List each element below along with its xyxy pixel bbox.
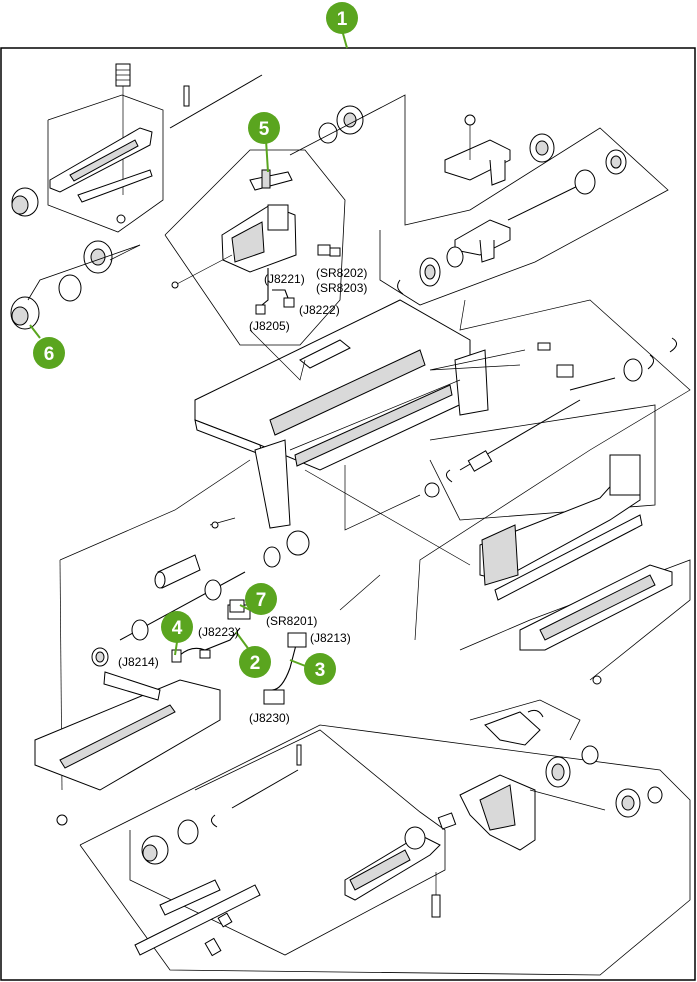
group-5-outline [164,149,346,346]
svg-text:3: 3 [315,660,326,681]
callout-7: 7 [239,583,277,615]
bushings-top [318,105,364,144]
callout-3: 3 [289,653,336,685]
upper-right-group-outline [289,94,669,306]
assembly-frame [0,47,696,981]
bottom-right-gear-assembly [459,699,663,851]
svg-text:1: 1 [337,9,348,30]
upper-left-pickup-group [11,63,164,233]
center-shaft-parts [119,517,310,641]
callout-2: 2 [235,631,271,678]
leader-lines [59,459,251,561]
svg-text:6: 6 [44,344,55,365]
label-j8213: (J8213) [310,631,351,645]
label-j8214: (J8214) [118,655,159,669]
svg-text:2: 2 [250,653,261,674]
label-j8223: (J8223) [198,625,239,639]
right-rod-group-outline [429,404,656,521]
label-j8205: (J8205) [249,319,290,333]
pickup-arm-part [49,127,153,224]
right-lower-tray-outline [459,559,691,681]
callout-4: 4 [161,611,193,656]
drive-shaft-top [169,74,263,129]
right-lower-tray [519,564,673,685]
right-tray-assembly [424,454,643,601]
callout-6: 6 [29,324,65,369]
upper-right-parts [397,114,627,295]
svg-text:4: 4 [172,618,183,639]
lower-left-tray [34,647,221,826]
bottom-parts [134,744,457,957]
label-sr8202: (SR8202) [316,266,367,280]
callout-1: 1 [326,2,358,49]
svg-text:7: 7 [256,590,267,611]
label-sr8201: (SR8201) [266,614,317,628]
spring-part [115,63,131,195]
label-j8230: (J8230) [249,711,290,725]
group-6-rollers [10,240,141,330]
label-j8221: (J8221) [264,272,305,286]
svg-text:5: 5 [259,119,270,140]
main-chassis [194,299,489,529]
center-wiring-harness [171,627,307,705]
sensor-assembly [171,169,341,315]
right-rod-group [446,337,677,483]
bottom-group-outline [79,724,691,976]
label-sr8203: (SR8203) [316,281,367,295]
roller-part [11,187,39,217]
label-j8222: (J8222) [299,303,340,317]
callout-5: 5 [248,112,280,173]
